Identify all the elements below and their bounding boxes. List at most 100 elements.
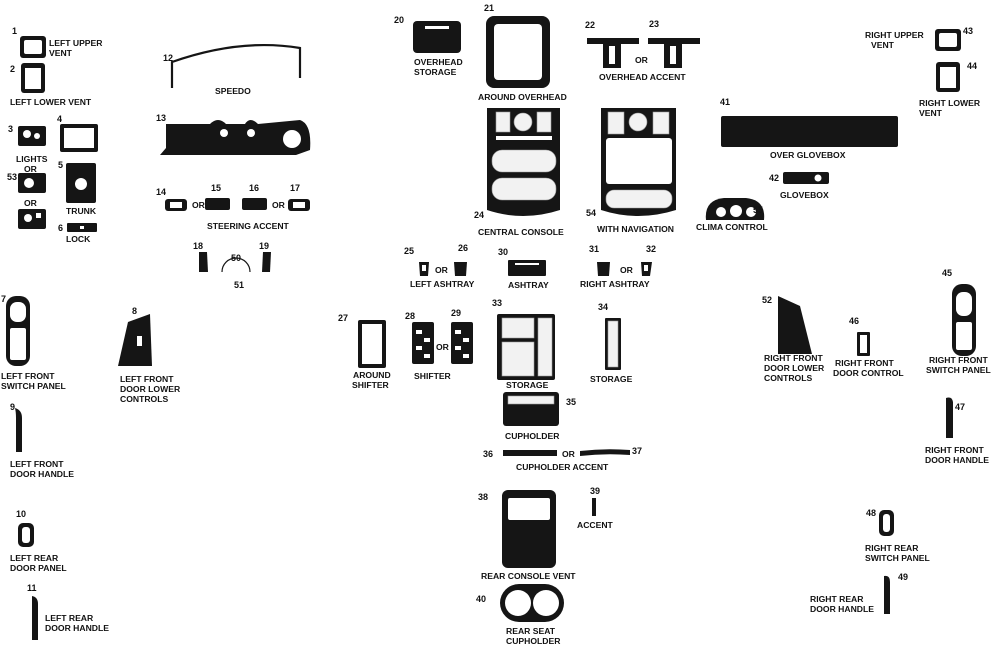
part-number-41: 41 <box>720 97 731 107</box>
label-right-front-switch: RIGHT FRONT <box>929 355 988 365</box>
label-rear-seat-cupholder-2: CUPHOLDER <box>506 636 561 646</box>
part-number-54: 54 <box>586 208 597 218</box>
label-or-steer-2: OR <box>272 200 285 210</box>
part-3-lights <box>18 126 46 146</box>
part-22-overhead-accent <box>587 38 639 68</box>
part-36-cupholder-accent <box>503 450 557 456</box>
label-right-front-control-2: DOOR CONTROL <box>833 368 904 378</box>
part-2-left-lower-vent <box>21 63 45 93</box>
part-number-53: 53 <box>7 172 18 182</box>
part-number-3: 3 <box>8 124 14 134</box>
part-16-steering-accent <box>242 198 267 210</box>
part-7-left-front-switch-panel <box>6 296 30 366</box>
label-right-lower-vent-2: VENT <box>919 108 942 118</box>
part-32-right-ashtray <box>641 262 652 276</box>
part-number-17: 17 <box>290 183 301 193</box>
part-number-48: 48 <box>866 508 877 518</box>
part-10-left-rear-door-panel <box>18 523 34 547</box>
part-27-around-shifter <box>358 320 386 368</box>
label-right-front-control: RIGHT FRONT <box>835 358 894 368</box>
label-overhead-accent: OVERHEAD ACCENT <box>599 72 686 82</box>
part-number-39: 39 <box>590 486 601 496</box>
label-right-rear-switch-2: SWITCH PANEL <box>865 553 930 563</box>
label-left-upper-vent-2: VENT <box>49 48 72 58</box>
label-right-upper-vent-2: VENT <box>871 40 894 50</box>
part-9-left-front-door-handle <box>15 408 22 452</box>
label-trunk: TRUNK <box>66 206 97 216</box>
part-51-ring <box>221 257 251 273</box>
part-number-9: 9 <box>10 402 16 412</box>
part-number-21: 21 <box>484 3 495 13</box>
part-34-storage <box>605 318 621 370</box>
label-left-rear-handle: LEFT REAR <box>45 613 94 623</box>
part-number-19: 19 <box>259 241 270 251</box>
part-number-55: 55 <box>753 205 764 215</box>
part-number-18: 18 <box>193 241 204 251</box>
part-21-around-overhead <box>486 16 550 88</box>
label-left-ashtray: LEFT ASHTRAY <box>410 279 475 289</box>
part-number-12: 12 <box>163 53 174 63</box>
part-number-27: 27 <box>338 313 349 323</box>
label-overhead-storage: OVERHEAD <box>414 57 463 67</box>
part-45-right-front-switch-panel <box>952 284 976 356</box>
part-13-speedo-cluster <box>160 120 311 155</box>
label-or-cupholder: OR <box>562 449 575 459</box>
label-lights: LIGHTS <box>16 154 48 164</box>
part-number-30: 30 <box>498 247 509 257</box>
label-left-lower-vent: LEFT LOWER VENT <box>10 97 92 107</box>
part-1-left-upper-vent <box>20 36 46 58</box>
part-number-8: 8 <box>132 306 138 316</box>
label-right-front-switch-2: SWITCH PANEL <box>926 365 991 375</box>
part-number-43: 43 <box>963 26 974 36</box>
label-right-rear-switch: RIGHT REAR <box>865 543 919 553</box>
part-52-right-front-door-lower <box>778 296 812 354</box>
part-31-right-ashtray <box>597 262 610 276</box>
part-24-central-console <box>487 108 560 216</box>
label-left-rear-handle-2: DOOR HANDLE <box>45 623 109 633</box>
label-or-left-ashtray: OR <box>435 265 448 275</box>
part-number-46: 46 <box>849 316 860 326</box>
label-left-front-switch: LEFT FRONT <box>1 371 55 381</box>
part-number-35: 35 <box>566 397 577 407</box>
label-or-b: OR <box>24 198 37 208</box>
part-15-steering-accent <box>205 198 230 210</box>
part-number-22: 22 <box>585 20 596 30</box>
part-number-42: 42 <box>769 173 780 183</box>
label-cupholder: CUPHOLDER <box>505 431 560 441</box>
label-or-right-ashtray: OR <box>620 265 633 275</box>
label-left-rear-panel: LEFT REAR <box>10 553 59 563</box>
label-storage-34: STORAGE <box>590 374 633 384</box>
part-23-overhead-accent <box>648 38 700 68</box>
label-central-console: CENTRAL CONSOLE <box>478 227 564 237</box>
label-left-front-lower-2: DOOR LOWER <box>120 384 181 394</box>
part-number-37: 37 <box>632 446 643 456</box>
label-right-rear-handle: RIGHT REAR <box>810 594 864 604</box>
label-clima-control: CLIMA CONTROL <box>696 222 768 232</box>
label-accent-39: ACCENT <box>577 520 613 530</box>
part-11-left-rear-door-handle <box>32 596 38 640</box>
part-38-rear-console-vent <box>502 490 556 568</box>
part-43-right-upper-vent <box>935 29 961 51</box>
label-right-front-handle-2: DOOR HANDLE <box>925 455 989 465</box>
part-44-right-lower-vent <box>936 62 960 92</box>
part-number-26: 26 <box>458 243 469 253</box>
part-number-7: 7 <box>1 294 7 304</box>
part-39-accent <box>592 498 596 516</box>
part-8-left-front-door-lower <box>118 314 152 366</box>
part-12-speedo <box>170 44 302 88</box>
label-around-shifter-2: SHIFTER <box>352 380 389 390</box>
part-number-38: 38 <box>478 492 489 502</box>
label-or-a: OR <box>24 164 37 174</box>
label-left-front-lower-3: CONTROLS <box>120 394 169 404</box>
part-40-rear-seat-cupholder <box>500 584 564 622</box>
label-ashtray: ASHTRAY <box>508 280 549 290</box>
part-number-31: 31 <box>589 244 600 254</box>
part-19 <box>262 252 271 272</box>
label-lock: LOCK <box>66 234 91 244</box>
label-left-front-handle-2: DOOR HANDLE <box>10 469 74 479</box>
part-37-cupholder-accent <box>580 449 630 456</box>
part-number-20: 20 <box>394 15 405 25</box>
part-number-51: 51 <box>234 280 245 290</box>
part-number-5: 5 <box>58 160 64 170</box>
